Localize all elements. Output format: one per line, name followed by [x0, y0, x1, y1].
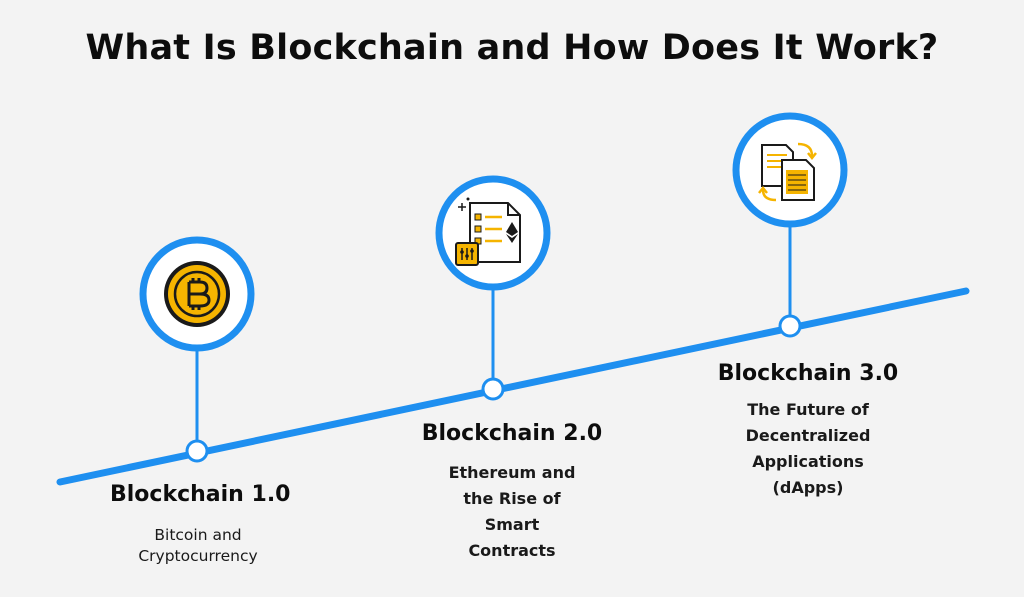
stage-3-title: Blockchain 3.0	[717, 361, 899, 386]
stage-1-title: Blockchain 1.0	[110, 482, 291, 507]
timeline-line	[56, 287, 970, 486]
milestone-node-3	[778, 314, 802, 338]
decentralized-documents-icon	[732, 112, 848, 228]
stage-2-description: Ethereum and the Rise of Smart Contracts	[448, 463, 576, 560]
stage-3-description: The Future of Decentralized Applications…	[745, 400, 871, 497]
stage-2-title: Blockchain 2.0	[421, 421, 603, 446]
stage-1-description: Bitcoin and Cryptocurrency	[138, 526, 258, 565]
milestone-node-1	[185, 439, 209, 463]
smart-contract-ethereum-icon	[435, 175, 551, 291]
bitcoin-coin-icon	[139, 236, 255, 352]
page-title: What Is Blockchain and How Does It Work?	[85, 28, 939, 68]
milestone-node-2	[481, 377, 505, 401]
